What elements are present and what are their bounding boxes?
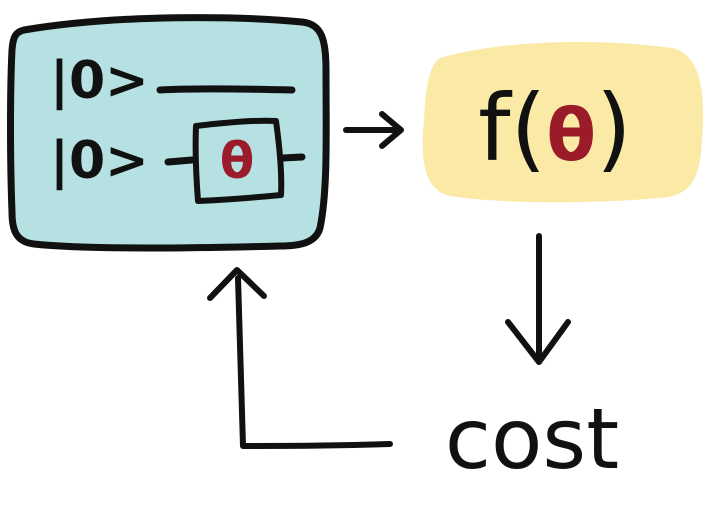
function-param-theta: θ [546,93,595,177]
function-highlight [422,42,704,203]
qubit-wire-1 [156,85,296,94]
rotation-gate [192,117,285,204]
function-label: f(θ) [478,75,632,182]
qubit-label-2: |0> [50,131,149,191]
quantum-circuit-panel: |0> |0> θ [7,14,330,252]
function-prefix: f( [478,75,546,182]
function-suffix: ) [596,75,632,182]
qubit-wire-2-left [164,156,196,166]
arrow-circuit-to-function [343,111,404,149]
arrow-function-to-cost [505,233,571,365]
arrow-cost-to-circuit [207,267,393,449]
function-panel: f(θ) [422,42,704,203]
gate-param-theta: θ [220,132,254,190]
qubit-wire-2-right [279,153,306,162]
cost-label: cost [445,390,619,488]
qubit-label-1: |0> [50,51,149,111]
